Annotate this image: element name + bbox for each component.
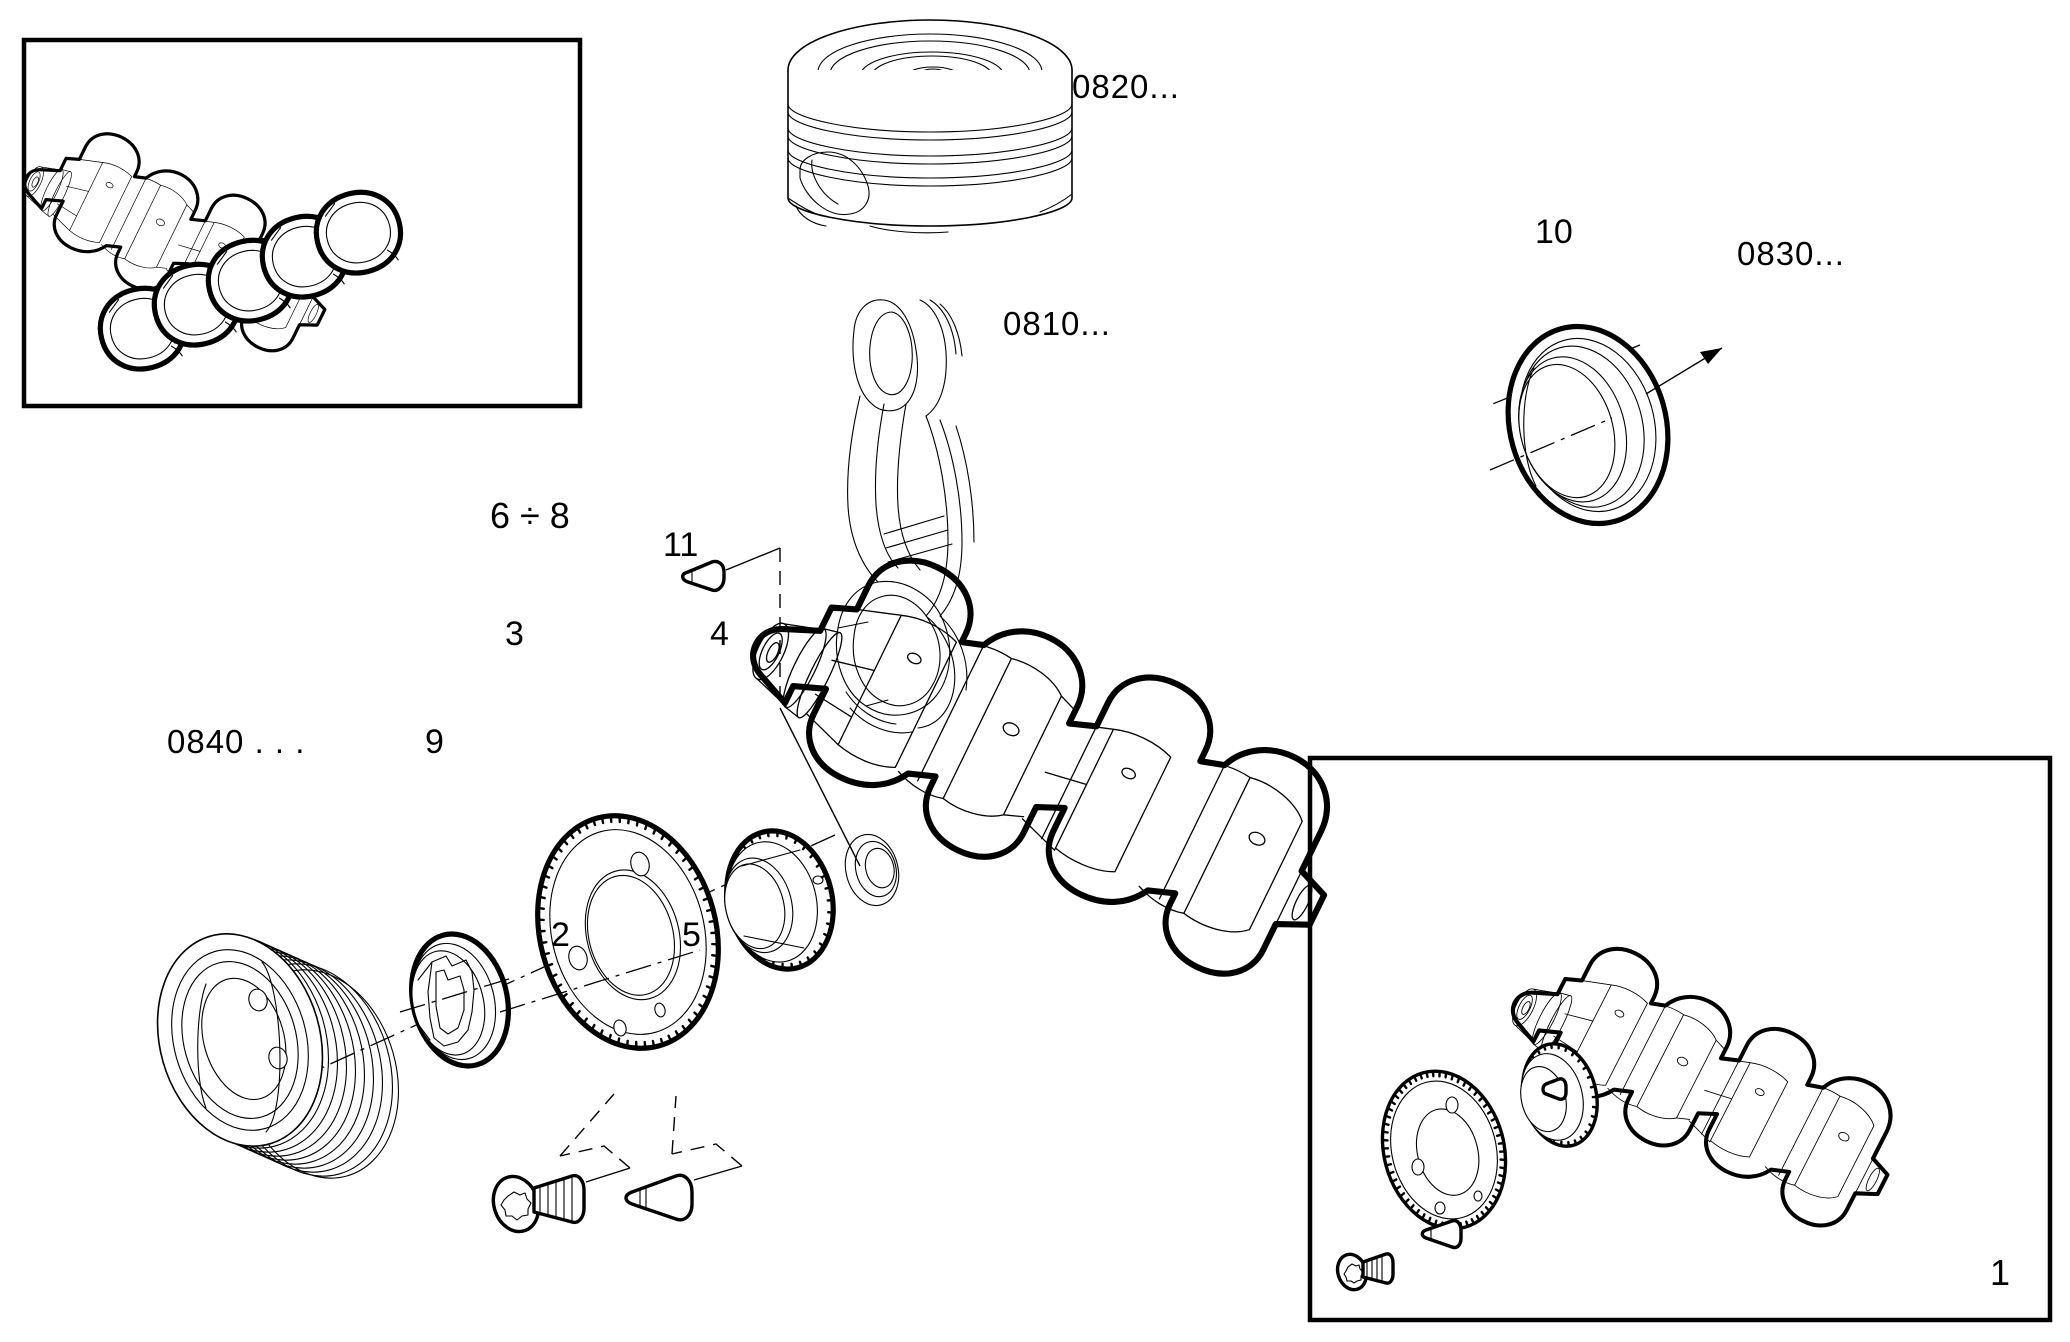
arrowhead-0830 xyxy=(1700,348,1722,364)
leader-11 xyxy=(725,547,781,571)
item-number-2: 2 xyxy=(551,916,570,954)
main-bearing-shells-row xyxy=(97,189,404,372)
dash-tone-to-pin2 xyxy=(671,1095,677,1155)
reference-label-0820: 0820... xyxy=(1072,68,1180,105)
item-number-4: 4 xyxy=(710,615,729,653)
inset-torx-screw xyxy=(1335,1252,1395,1292)
leader-5 xyxy=(693,1165,743,1181)
piston-illustration xyxy=(787,19,1073,234)
item-number-3: 3 xyxy=(505,615,524,653)
inset-bottom-right-content xyxy=(1335,915,1925,1292)
inset-dowel-pin-lower xyxy=(1420,1218,1463,1250)
leader-11b xyxy=(779,707,861,867)
crankshaft-pulley-illustration xyxy=(156,933,400,1179)
dowel-pin-5-illustration xyxy=(624,1173,694,1222)
reference-label-0830: 0830... xyxy=(1737,235,1845,272)
reference-label-0810: 0810... xyxy=(1003,305,1111,342)
pulley-hub-illustration xyxy=(399,931,513,1069)
item-number-11: 11 xyxy=(663,526,699,564)
item-number-5: 5 xyxy=(682,916,701,954)
inset-top-left-frame xyxy=(21,37,583,409)
tone-wheel-centreline xyxy=(499,949,701,1013)
inset-label-1: 1 xyxy=(1990,1252,2011,1293)
torx-screw-illustration xyxy=(491,1173,586,1234)
leader-2 xyxy=(585,1167,631,1183)
seal-ring-centreline xyxy=(1489,417,1613,471)
item-number-10: 10 xyxy=(1535,213,1573,251)
dowel-pin-11-illustration xyxy=(681,559,726,593)
rear-seal-ring-illustration xyxy=(1505,323,1671,527)
crank-snout-detail xyxy=(812,833,900,907)
dash-2 xyxy=(559,1145,631,1169)
item-number-9: 9 xyxy=(425,723,444,761)
inset-tone-wheel xyxy=(1380,1069,1508,1231)
dash-5 xyxy=(671,1143,743,1167)
inset-label-6-to-8: 6 ÷ 8 xyxy=(490,495,570,536)
connecting-rod-illustration xyxy=(835,299,975,734)
reference-label-0840: 0840 . . . xyxy=(167,723,306,760)
inset-bottom-right-frame xyxy=(1307,755,2053,1323)
hub-centreline xyxy=(399,977,513,1013)
timing-drive-gear-illustration xyxy=(724,828,836,972)
inset-pin-upper xyxy=(1541,1077,1568,1101)
tone-wheel-illustration xyxy=(499,813,721,1051)
inset-top-left-content xyxy=(2,105,404,372)
dash-tone-to-pin xyxy=(559,1093,615,1157)
